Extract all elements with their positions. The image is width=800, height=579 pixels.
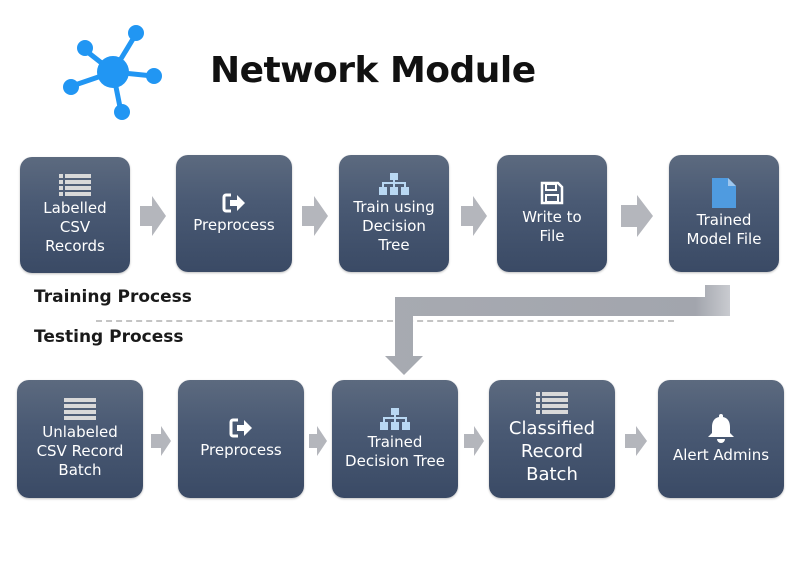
training-step-train-decision-tree: Train using Decision Tree	[339, 155, 449, 272]
training-process-label: Training Process	[34, 287, 192, 307]
step-label: Alert Admins	[672, 446, 770, 464]
training-step-write-to-file: Write to File	[497, 155, 607, 272]
step-label: Unlabeled CSV Record Batch	[36, 423, 124, 479]
list-icon	[536, 392, 568, 414]
step-label: Preprocess	[200, 441, 282, 459]
training-step-preprocess: Preprocess	[176, 155, 292, 272]
export-arrow-icon	[222, 193, 246, 213]
model-to-tree-arrow	[385, 285, 730, 375]
network-hub-icon	[63, 25, 162, 120]
testing-step-alert-admins: Alert Admins	[658, 380, 784, 498]
flow-arrow	[151, 426, 171, 456]
testing-step-unlabeled-csv-batch: Unlabeled CSV Record Batch	[17, 380, 143, 498]
flow-arrow	[309, 426, 327, 456]
training-step-trained-model-file: Trained Model File	[669, 155, 779, 272]
flow-arrow	[140, 196, 166, 236]
step-label: Preprocess	[193, 215, 275, 234]
export-arrow-icon	[229, 418, 253, 438]
document-icon	[712, 178, 736, 208]
step-label: Write to File	[522, 208, 582, 245]
section-divider	[96, 320, 674, 322]
hierarchy-icon	[379, 172, 409, 195]
testing-process-label: Testing Process	[34, 327, 184, 347]
testing-step-classified-record-batch: Classified Record Batch	[489, 380, 615, 498]
testing-step-preprocess: Preprocess	[178, 380, 304, 498]
bell-icon	[707, 413, 735, 443]
flow-arrow	[461, 196, 487, 236]
floppy-disk-icon	[540, 181, 564, 205]
flow-arrow	[621, 195, 653, 237]
step-label: Train using Decision Tree	[353, 197, 435, 254]
page-title: Network Module	[210, 50, 536, 91]
step-label: Trained Decision Tree	[345, 432, 445, 470]
step-label: Classified Record Batch	[508, 418, 596, 485]
list-icon	[59, 174, 91, 196]
hierarchy-icon	[380, 407, 410, 430]
testing-step-trained-decision-tree: Trained Decision Tree	[332, 380, 458, 498]
flow-arrow	[302, 196, 328, 236]
rows-icon	[64, 398, 96, 420]
step-label: Trained Model File	[686, 211, 762, 248]
flow-arrow	[625, 426, 647, 456]
step-label: Labelled CSV Records	[43, 199, 107, 255]
training-step-labelled-csv-records: Labelled CSV Records	[20, 157, 130, 273]
flow-arrow	[464, 426, 484, 456]
